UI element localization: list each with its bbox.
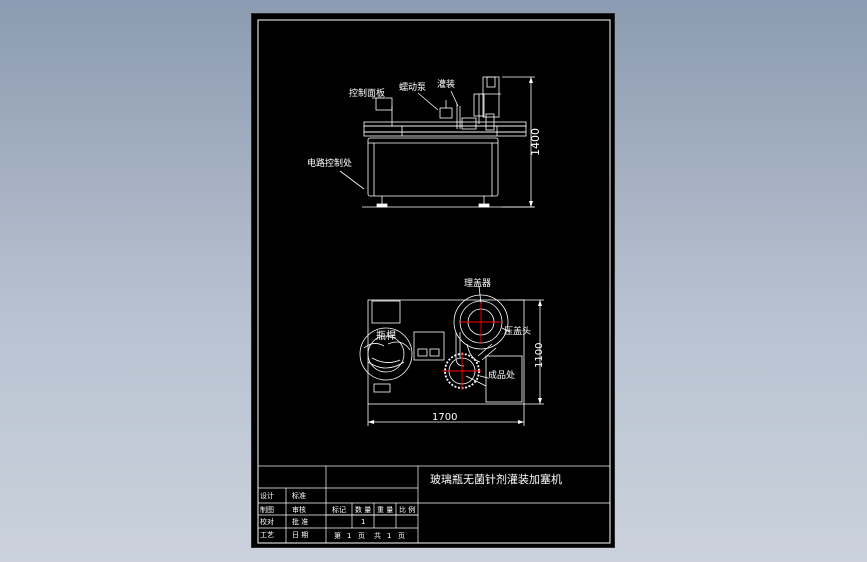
quantity-value: 1 — [361, 518, 365, 526]
finished-product-label: 成品处 — [488, 369, 515, 381]
mid-header-3: 比 例 — [399, 505, 415, 514]
filling-label: 灌装 — [437, 78, 455, 90]
front-view — [339, 76, 535, 208]
top-view — [359, 285, 544, 426]
filling-column — [482, 76, 500, 118]
page-number-current: 1 — [347, 532, 351, 540]
cap-sorter-outer — [453, 294, 509, 350]
capping-head-label: 压盖头 — [504, 325, 531, 337]
bottle-hopper — [371, 300, 401, 324]
sorter-label: 理盖器 — [464, 277, 491, 289]
page-word-3: 页 — [398, 532, 405, 540]
centerlines — [442, 302, 502, 390]
foot-left — [376, 203, 388, 208]
peristaltic-pump-label: 蠕动泵 — [399, 82, 426, 93]
drawing-frame — [257, 19, 611, 544]
foot-right — [478, 203, 490, 208]
pump-unit — [439, 107, 453, 119]
mid-header-2: 重 量 — [377, 506, 393, 514]
page-number-total: 1 — [387, 532, 391, 540]
mid-header-0: 标记 — [332, 505, 346, 514]
cabinet — [367, 137, 499, 197]
row-value-2: 批 准 — [292, 517, 308, 526]
bottle-tray-label: 瓶桿 — [376, 329, 396, 342]
height-dimension: 1400 — [529, 128, 542, 156]
finished-product-area — [485, 355, 523, 403]
page-word-0: 第 — [334, 531, 341, 540]
depth-dimension: 1100 — [534, 343, 545, 368]
row-value-0: 标准 — [292, 491, 306, 500]
filling-column-top — [486, 76, 496, 88]
title-block — [257, 465, 611, 544]
circuit-control-label: 电路控制处 — [307, 157, 352, 169]
width-dimension: 1700 — [432, 412, 457, 423]
page-word-2: 共 — [374, 531, 381, 540]
row-value-1: 审核 — [292, 505, 306, 514]
unscrambler-disc — [359, 327, 413, 381]
row-label-1: 制图 — [260, 505, 274, 514]
control-panel-box — [375, 97, 393, 111]
control-panel-label: 控制面板 — [349, 87, 385, 99]
row-value-3: 日 期 — [292, 531, 308, 539]
row-label-0: 设计 — [260, 491, 274, 500]
machine-title: 玻璃瓶无菌针剂灌装加塞机 — [430, 472, 562, 486]
control-screen — [413, 331, 445, 361]
row-label-3: 工艺 — [260, 531, 274, 539]
row-label-2: 校对 — [260, 517, 274, 526]
engineering-drawing: 控制面板 蠕动泵 灌装 电路控制处 1400 — [257, 19, 611, 544]
page-word-1: 页 — [358, 532, 365, 540]
drawing-sheet: 控制面板 蠕动泵 灌装 电路控制处 1400 — [251, 13, 615, 548]
worktable-top — [363, 121, 527, 127]
nameplate — [373, 383, 391, 393]
worktable-plate — [363, 125, 527, 133]
mid-header-1: 数 量 — [355, 505, 371, 514]
